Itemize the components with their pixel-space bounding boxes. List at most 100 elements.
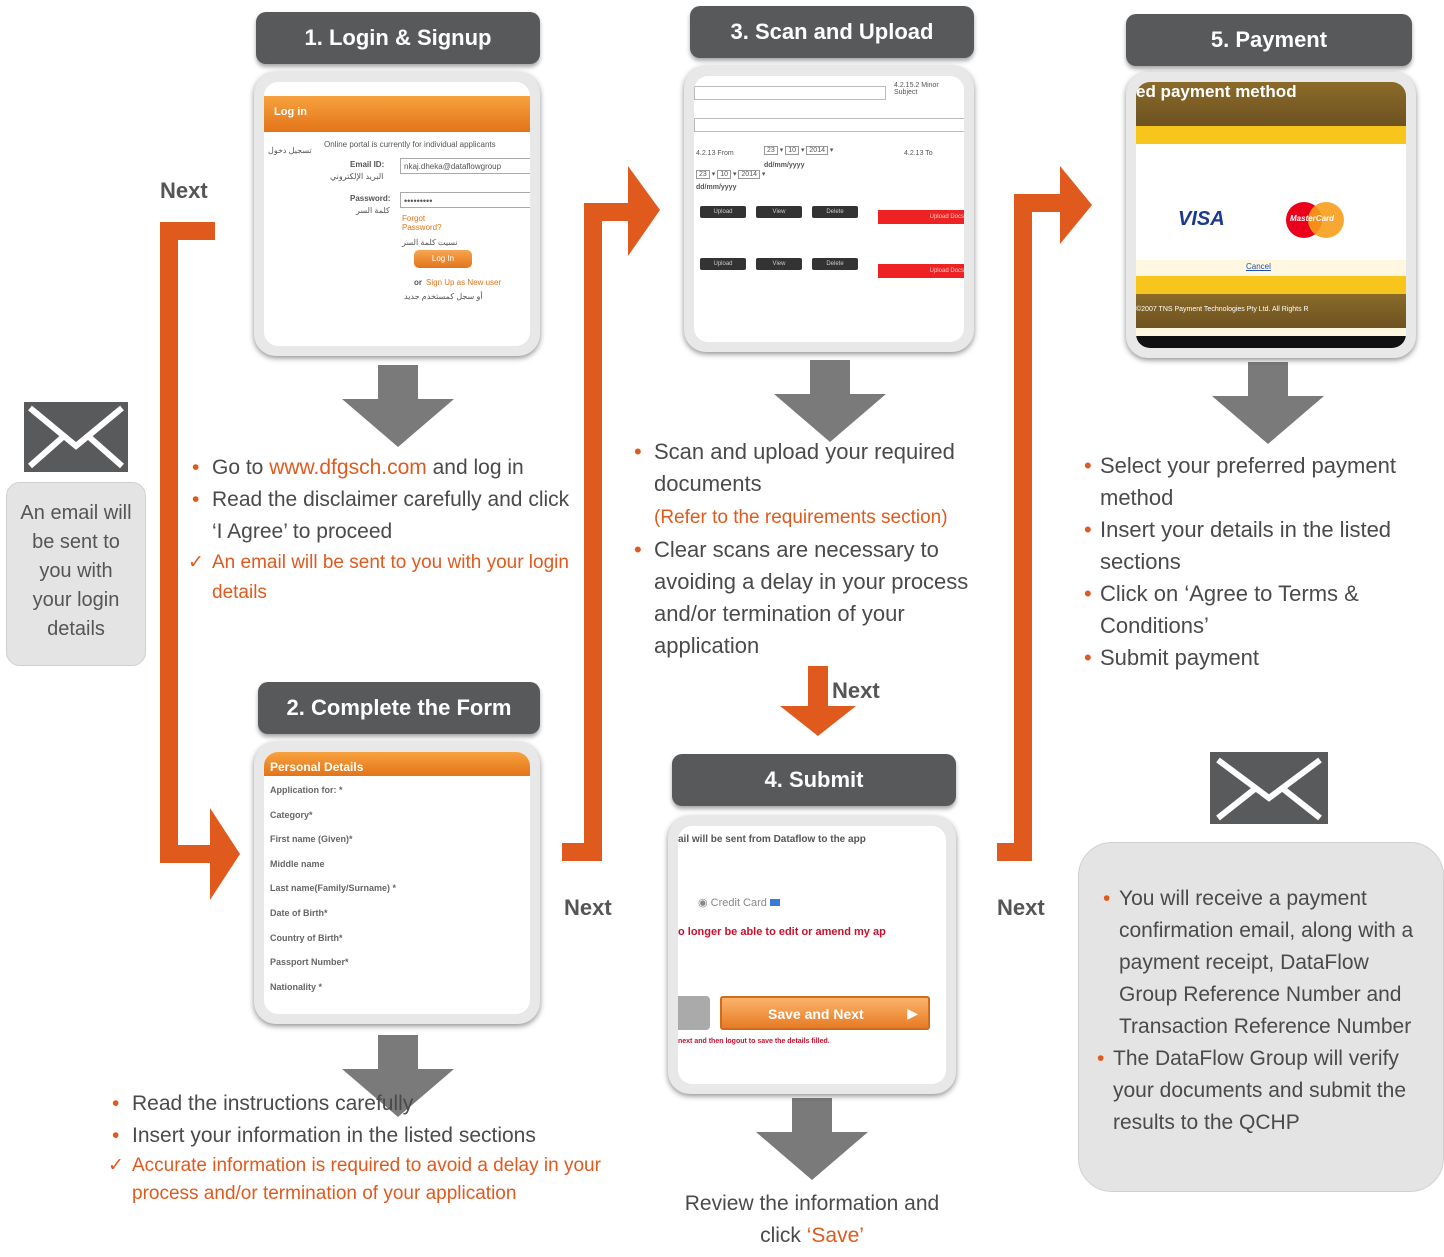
step2-check: ✓Accurate information is required to avo… [108, 1152, 632, 1208]
connector-1-2 [160, 222, 240, 900]
form-field-label: Country of Birth* [270, 932, 343, 943]
to-date[interactable]: 23 ▾ 10 ▾ 2014 ▾ [696, 170, 765, 179]
login-button[interactable]: Log In [414, 250, 472, 268]
down-arrow-2 [342, 1035, 454, 1117]
submit-info-line: ail will be sent from Dataflow to the ap… [678, 834, 866, 845]
final-note-bubble: •You will receive a payment confirmation… [1078, 842, 1444, 1192]
connector-4-5 [997, 166, 1092, 861]
payment-footer-band [1136, 294, 1406, 328]
login-header-text: Log in [274, 106, 307, 118]
form-field-label: Application for: * [270, 785, 343, 795]
down-arrow-1 [342, 365, 454, 447]
form-header-text: Personal Details [270, 760, 364, 774]
save-and-next-label: Save and Next [768, 1006, 864, 1022]
forgot-password-link[interactable]: Forgot Password? [402, 214, 442, 232]
step4-screenshot: ail will be sent from Dataflow to the ap… [668, 816, 956, 1094]
signup-link[interactable]: Sign Up as New user [426, 278, 502, 287]
down-arrow-3 [774, 360, 886, 442]
form-field-label: First name (Given)* [270, 834, 353, 845]
signup-or: or [414, 278, 422, 287]
final-note-text: •You will receive a payment confirmation… [1097, 883, 1443, 1139]
connector-2-3 [562, 166, 660, 861]
step1-instructions: • Go to www.dfgsch.com and log in •Read … [188, 452, 584, 608]
step1-check-text: An email will be sent to you with your l… [212, 552, 569, 603]
step1-bullet-1: • Go to www.dfgsch.com and log in [192, 456, 524, 479]
step1-b1-post: and log in [426, 456, 524, 479]
step3-b2: Clear scans are necessary to avoiding a … [654, 537, 969, 658]
step2-title: 2. Complete the Form [258, 682, 540, 734]
from-day: 23 [764, 146, 778, 155]
step5-bullet-2: •Insert your details in the listed secti… [1084, 514, 1444, 578]
step4-text: Review the information and click [684, 1192, 940, 1247]
date-format-2: dd/mm/yyyy [696, 184, 737, 191]
form-field-label: Passport Number* [270, 957, 349, 968]
step5-bullet-4: •Submit payment [1084, 642, 1444, 674]
upload-docs-button-1[interactable]: Upload Docs [878, 210, 964, 224]
mastercard-logo[interactable]: MasterCard [1286, 202, 1344, 238]
upload-row-line [694, 86, 886, 100]
form-screen: Personal Details Application for: * Categ… [264, 752, 530, 1014]
from-month: 10 [785, 146, 799, 155]
upload-screen: 4.2.15.2 Minor Subject 4.2.13 From 23 ▾ … [694, 76, 964, 342]
password-field[interactable]: ••••••••• [400, 192, 530, 208]
card-icon [769, 899, 780, 906]
payment-yellow-band-2 [1136, 276, 1406, 294]
login-screen: Log in تسجيل دخول Online portal is curre… [264, 82, 530, 346]
play-arrow-icon: ▶ [907, 1005, 918, 1021]
from-date[interactable]: 23 ▾ 10 ▾ 2014 ▾ [764, 146, 833, 155]
checkmark-icon: ✓ [108, 1155, 124, 1176]
step4-instructions: Review the information and click ‘Save’ [670, 1188, 954, 1252]
next-label-4: Next [997, 895, 1045, 920]
step5-b2: Insert your details in the listed sectio… [1100, 517, 1392, 574]
next-label-2: Next [564, 895, 612, 920]
login-intro: Online portal is currently for individua… [324, 140, 496, 149]
payment-bottom-bar [1136, 336, 1406, 348]
final-bullet-1: •You will receive a payment confirmation… [1103, 883, 1443, 1043]
mastercard-label: MasterCard [1290, 214, 1335, 223]
step3-bullet-1: • Scan and upload your required document… [634, 439, 955, 528]
email-note-bubble: An email will be sent to you with your l… [6, 482, 146, 666]
step5-b4: Submit payment [1100, 645, 1259, 670]
from-year: 2014 [806, 146, 828, 155]
credit-card-radio[interactable]: ◉ Credit Card [698, 896, 780, 909]
connector-3-4 [780, 666, 856, 736]
step2-screenshot: Personal Details Application for: * Categ… [254, 742, 540, 1024]
delete-button-2[interactable]: Delete [812, 258, 858, 270]
form-field-label: Category* [270, 809, 313, 820]
delete-button-1[interactable]: Delete [812, 206, 858, 218]
to-month: 10 [717, 170, 731, 179]
checkmark-icon: ✓ [188, 552, 204, 573]
forgot-password-ar: نسيت كلمة السر [402, 238, 458, 247]
upload-button-1[interactable]: Upload [700, 206, 746, 218]
step5-title: 5. Payment [1126, 14, 1412, 66]
view-button-1[interactable]: View [756, 206, 802, 218]
website-link[interactable]: www.dfgsch.com [269, 456, 427, 479]
signup-ar: أو سجل كمستخدم جديد [404, 292, 483, 301]
visa-logo[interactable]: VISA [1178, 208, 1225, 230]
save-and-next-button[interactable]: Save and Next ▶ [720, 996, 930, 1030]
payment-screen: ed payment method VISA MasterCard Cancel… [1136, 82, 1406, 348]
payment-header-text: ed payment method [1136, 82, 1297, 101]
step1-screenshot: Log in تسجيل دخول Online portal is curre… [254, 72, 540, 356]
step2-instructions: •Read the instructions carefully •Insert… [108, 1088, 632, 1208]
form-field-label: Last name(Family/Surname) * [270, 883, 397, 894]
upload-button-2[interactable]: Upload [700, 258, 746, 270]
step3-b1: Scan and upload your required documents [654, 439, 955, 496]
view-button-2[interactable]: View [756, 258, 802, 270]
envelope-icon [24, 402, 128, 472]
step3-instructions: • Scan and upload your required document… [634, 436, 1014, 662]
step3-bullet-2: •Clear scans are necessary to avoiding a… [634, 534, 1014, 662]
requirements-ref: (Refer to the requirements section) [654, 507, 948, 528]
email-field[interactable]: nkaj.dheka@dataflowgroup [400, 158, 530, 174]
step5-b1: Select your preferred payment method [1100, 453, 1396, 510]
submit-warning: o longer be able to edit or amend my ap [678, 926, 886, 938]
step2-b1: Read the instructions carefully [132, 1092, 414, 1115]
payment-white-area [1136, 144, 1406, 260]
form-field-list: Application for: * Category* First name (G… [270, 778, 530, 999]
payment-header-band [1136, 82, 1406, 126]
upload-docs-button-2[interactable]: Upload Docs [878, 264, 964, 278]
previous-button-edge[interactable] [678, 996, 710, 1030]
step1-b2: Read the disclaimer carefully and click … [212, 488, 570, 543]
payment-cancel-link[interactable]: Cancel [1246, 262, 1271, 271]
